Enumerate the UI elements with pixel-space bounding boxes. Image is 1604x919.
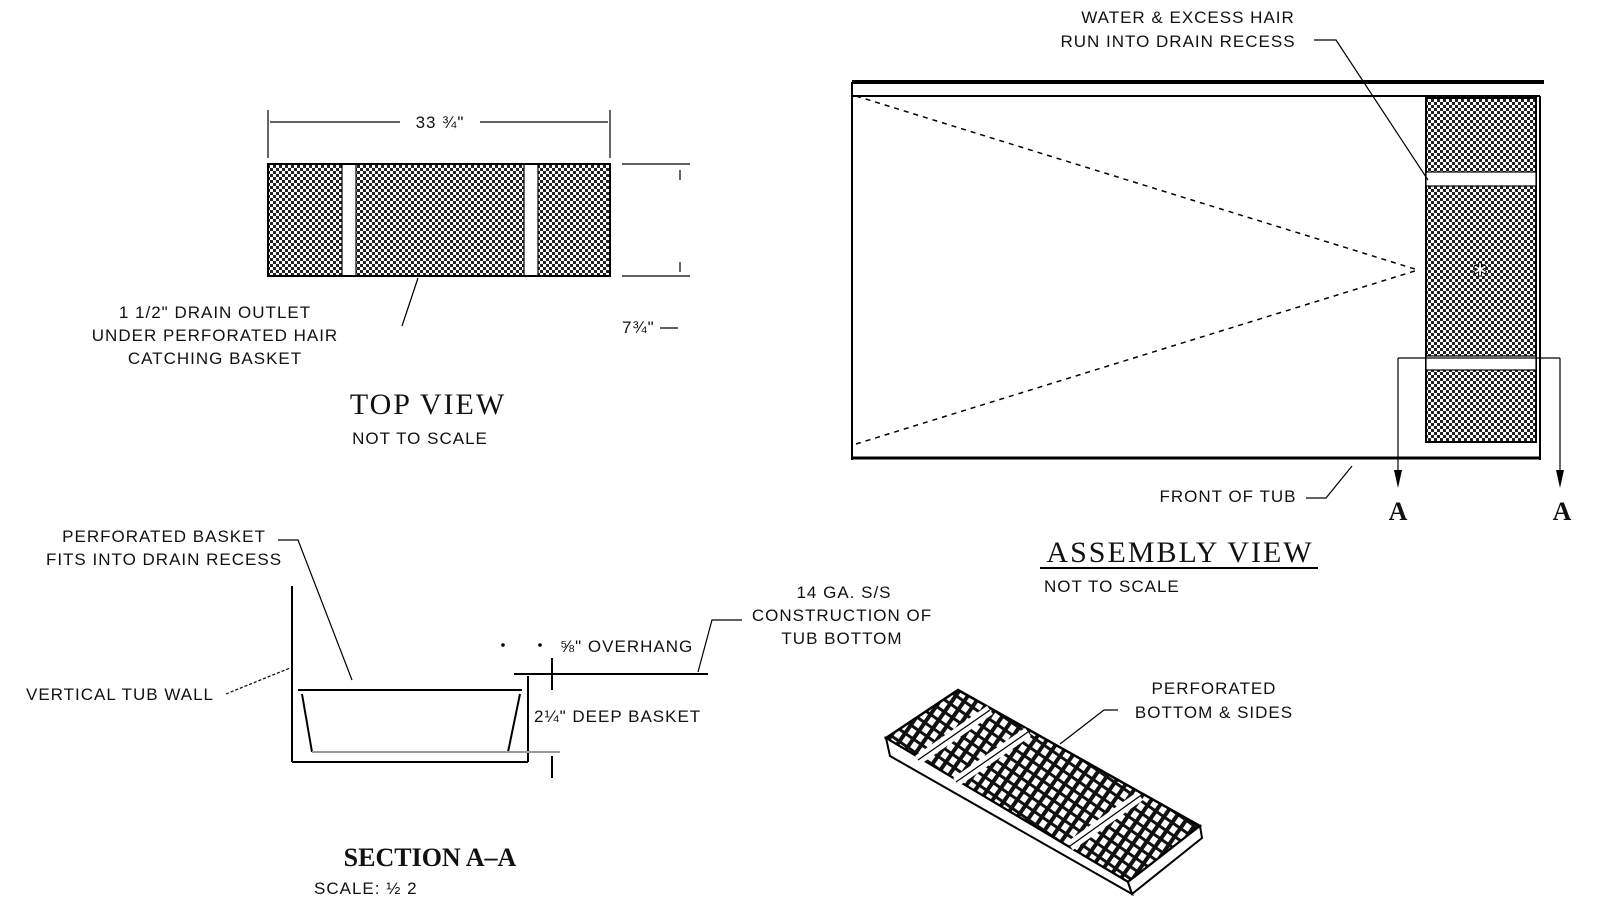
iso-divider-3-edge [1069,795,1141,847]
front-of-tub-label: FRONT OF TUB [1160,487,1297,506]
top-view-title: TOP VIEW [350,388,506,421]
top-view-subtitle: NOT TO SCALE [352,429,488,448]
section-arrow-left [1394,470,1402,488]
drain-recess-basket [1425,97,1537,443]
basket-side-right [507,693,521,753]
iso-callout-leader [1059,709,1118,745]
vertical-wall-leader [225,667,291,695]
top-view-divider-left [341,163,357,277]
section-aa: 2¼" DEEP BASKET ⅝" OVERHANG 14 GA. S/S C… [26,527,932,898]
section-mark-left: A [1389,497,1408,526]
recess-divider-upper [1425,171,1537,187]
construction-callout-line-2: CONSTRUCTION OF [752,606,932,625]
top-view: 33 ¾" 7¾" 1 1/2" DRAIN OUTLET UNDER PERF… [92,110,690,448]
section-arrow-right [1556,470,1564,488]
depth-label: 2¼" DEEP BASKET [534,707,701,726]
drain-center-mark: ✱ [1472,260,1487,281]
basket-callout-leader [278,539,353,681]
slope-line-upper [855,95,1419,271]
construction-callout-line-3: TUB BOTTOM [781,629,902,648]
section-subtitle: SCALE: ½ 2 [314,879,418,898]
iso-callout-line-2: BOTTOM & SIDES [1135,703,1293,722]
iso-callout-line-1: PERFORATED [1152,679,1277,698]
iso-basket: PERFORATED BOTTOM & SIDES [883,679,1293,897]
iso-divider-2-edge [955,731,1029,783]
top-view-divider-right [523,163,539,277]
drain-callout-line-2: UNDER PERFORATED HAIR [92,326,338,345]
section-mark-right: A [1553,497,1572,526]
drain-callout-leader [401,277,419,327]
front-of-tub-leader [1306,465,1353,499]
drain-callout-line-1: 1 1/2" DRAIN OUTLET [119,303,311,322]
overhang-dot-2 [538,643,542,647]
basket-callout-line-2: FITS INTO DRAIN RECESS [46,550,282,569]
iso-basket-side-end [1126,824,1204,896]
section-title: SECTION A–A [344,843,517,872]
basket-side-left [301,693,313,753]
assembly-view-subtitle: NOT TO SCALE [1044,577,1180,596]
basket-callout-line-1: PERFORATED BASKET [62,527,266,546]
recess-divider-lower [1425,355,1537,371]
slope-line-lower [855,269,1419,445]
overhang-dot-1 [501,643,505,647]
construction-callout-line-1: 14 GA. S/S [796,583,891,602]
top-view-width-dim: 33 ¾" [416,113,465,132]
assembly-view-title: ASSEMBLY VIEW [1046,536,1313,569]
overhang-label: ⅝" OVERHANG [560,637,693,656]
assembly-callout-line-2: RUN INTO DRAIN RECESS [1060,32,1295,51]
drain-callout-line-3: CATCHING BASKET [128,349,302,368]
assembly-callout-leader [1314,39,1429,181]
assembly-callout-line-1: WATER & EXCESS HAIR [1081,8,1295,27]
vertical-wall-label: VERTICAL TUB WALL [26,685,214,704]
iso-divider-1-edge [917,709,991,761]
top-view-basket [267,163,611,277]
construction-leader [697,619,742,673]
top-view-side-dim: 7¾" [622,318,655,337]
assembly-view: ✱ A A WATER & EXCESS HAIR RUN INTO DRAIN… [851,8,1572,596]
